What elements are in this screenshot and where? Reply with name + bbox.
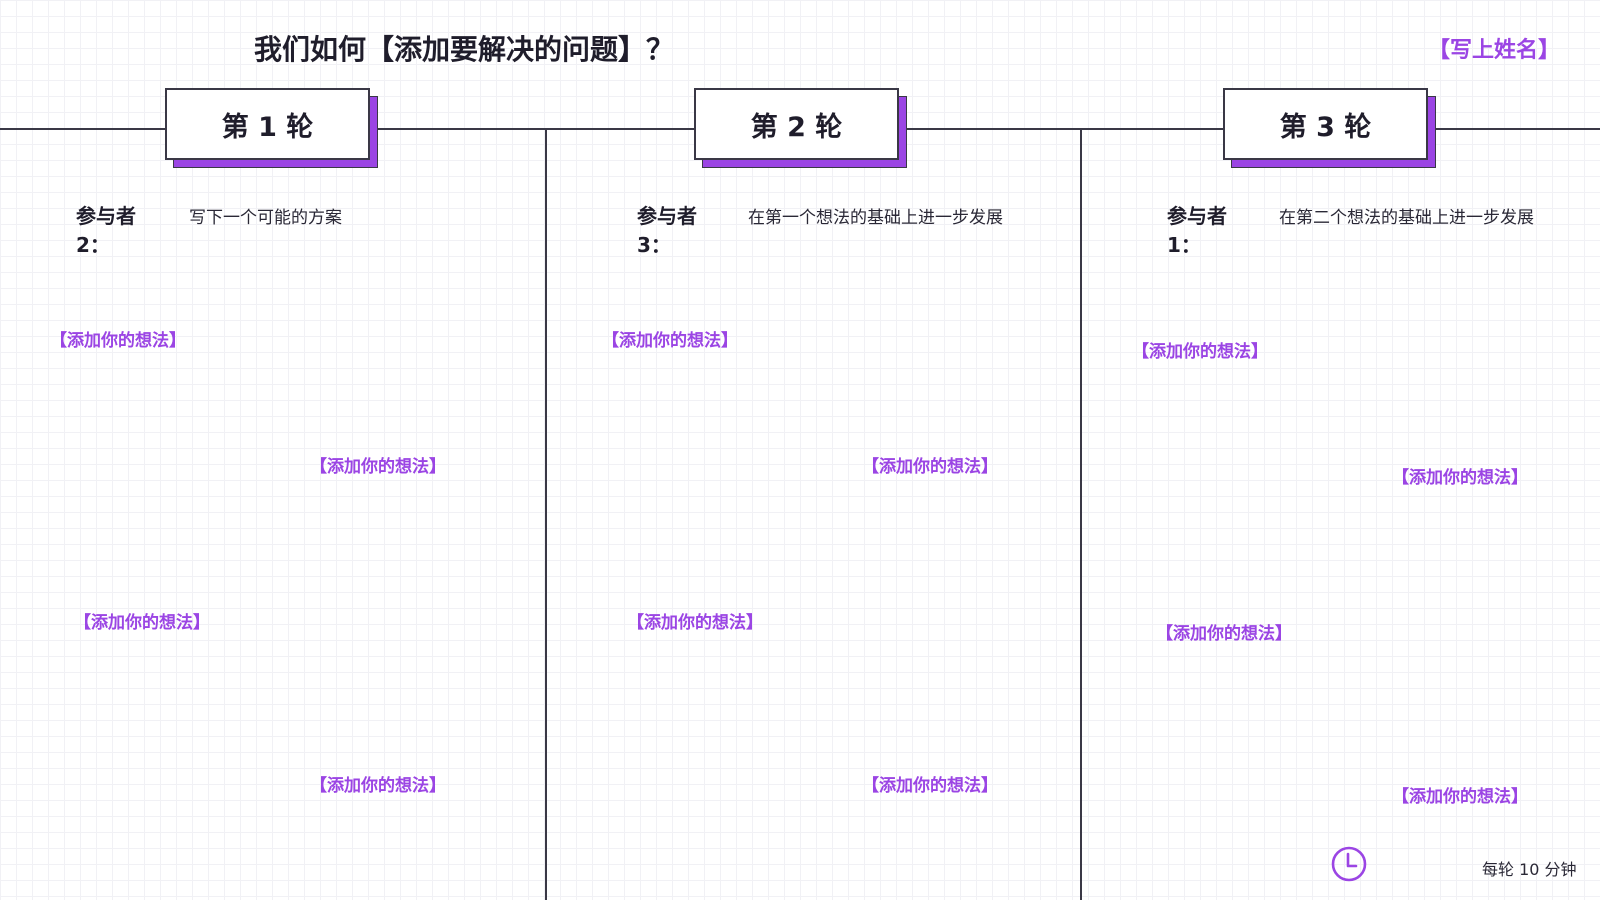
round-2-idea-1[interactable]: 【添加你的想法】 bbox=[602, 331, 738, 351]
round-3-card: 第 3 轮 bbox=[1223, 88, 1436, 168]
round-1-label: 第 1 轮 bbox=[221, 111, 314, 143]
participant-label: 参与者 bbox=[76, 204, 136, 228]
round-3-instruction: 在第二个想法的基础上进一步发展 bbox=[1279, 208, 1534, 228]
round-1-idea-4[interactable]: 【添加你的想法】 bbox=[310, 776, 446, 796]
round-1-idea-2[interactable]: 【添加你的想法】 bbox=[310, 457, 446, 477]
column-divider-1 bbox=[545, 129, 547, 900]
timer-text: 每轮 10 分钟 bbox=[1482, 860, 1577, 879]
round-card-face: 第 3 轮 bbox=[1223, 88, 1428, 160]
round-3-idea-2[interactable]: 【添加你的想法】 bbox=[1392, 468, 1528, 488]
round-1-card: 第 1 轮 bbox=[165, 88, 378, 168]
round-2-idea-3[interactable]: 【添加你的想法】 bbox=[627, 613, 763, 633]
round-3-participant: 参与者 1： bbox=[1167, 202, 1251, 260]
round-2-idea-4[interactable]: 【添加你的想法】 bbox=[862, 776, 998, 796]
round-2-instruction: 在第一个想法的基础上进一步发展 bbox=[748, 208, 1003, 228]
round-2-card: 第 2 轮 bbox=[694, 88, 907, 168]
column-divider-2 bbox=[1080, 129, 1082, 900]
round-1-instruction: 写下一个可能的方案 bbox=[189, 208, 342, 228]
participant-label: 参与者 bbox=[1167, 204, 1227, 228]
participant-number[interactable]: 3： bbox=[637, 233, 671, 257]
participant-number[interactable]: 2： bbox=[76, 233, 110, 257]
round-2-idea-2[interactable]: 【添加你的想法】 bbox=[862, 457, 998, 477]
round-1-idea-3[interactable]: 【添加你的想法】 bbox=[74, 613, 210, 633]
page-title[interactable]: 我们如何【添加要解决的问题】？ bbox=[254, 33, 675, 66]
round-3-label: 第 3 轮 bbox=[1279, 111, 1372, 143]
name-placeholder[interactable]: 【写上姓名】 bbox=[1428, 38, 1561, 63]
round-1-participant: 参与者 2： bbox=[76, 202, 160, 260]
round-3-idea-1[interactable]: 【添加你的想法】 bbox=[1132, 342, 1268, 362]
round-2-label: 第 2 轮 bbox=[750, 111, 843, 143]
clock-icon bbox=[1331, 846, 1367, 882]
round-3-idea-3[interactable]: 【添加你的想法】 bbox=[1156, 624, 1292, 644]
round-card-face: 第 2 轮 bbox=[694, 88, 899, 160]
round-card-face: 第 1 轮 bbox=[165, 88, 370, 160]
round-1-idea-1[interactable]: 【添加你的想法】 bbox=[50, 331, 186, 351]
participant-number[interactable]: 1： bbox=[1167, 233, 1201, 257]
participant-label: 参与者 bbox=[637, 204, 697, 228]
round-3-idea-4[interactable]: 【添加你的想法】 bbox=[1392, 787, 1528, 807]
round-2-participant: 参与者 3： bbox=[637, 202, 721, 260]
